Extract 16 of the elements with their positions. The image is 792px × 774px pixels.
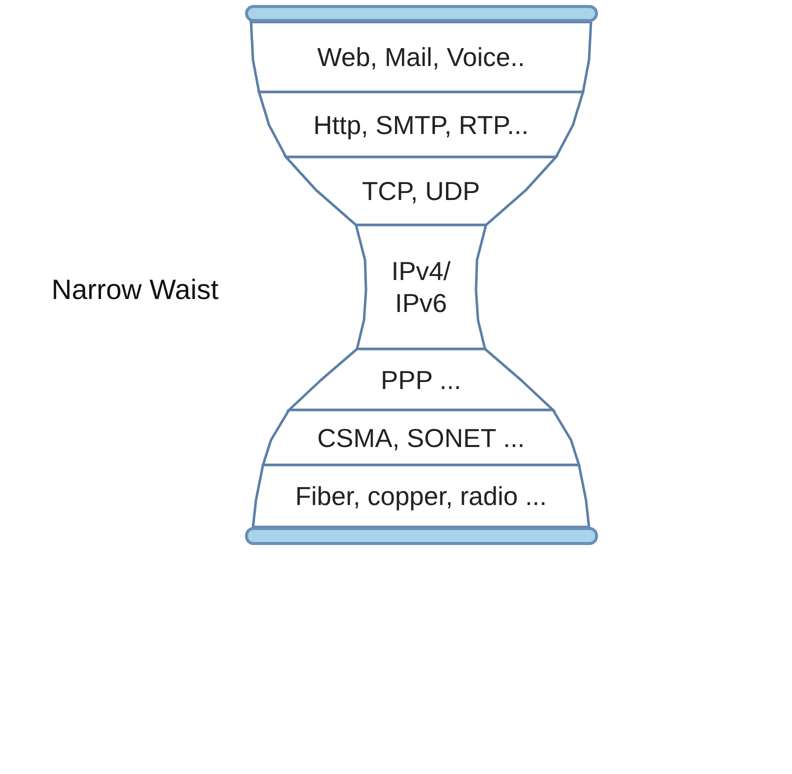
end-cap-bar: [244, 527, 598, 545]
layer-band: [263, 410, 579, 465]
layer-band: [286, 157, 556, 225]
layer-label: Http, SMTP, RTP...: [312, 108, 530, 140]
layer-band: [253, 465, 589, 527]
end-cap-bar: [244, 5, 598, 22]
layer-label: TCP, UDP: [361, 175, 481, 207]
layer-band: [259, 92, 583, 157]
layer-band: [356, 225, 486, 349]
layer-label: PPP ...: [380, 364, 462, 396]
layer-label: Fiber, copper, radio ...: [294, 480, 548, 512]
layer-label: IPv4/ IPv6: [390, 255, 452, 319]
layer-label: Web, Mail, Voice..: [316, 41, 526, 73]
annotation-text: Narrow Waist: [50, 273, 220, 307]
layer-label: CSMA, SONET ...: [316, 422, 526, 454]
layer-band: [251, 22, 591, 92]
